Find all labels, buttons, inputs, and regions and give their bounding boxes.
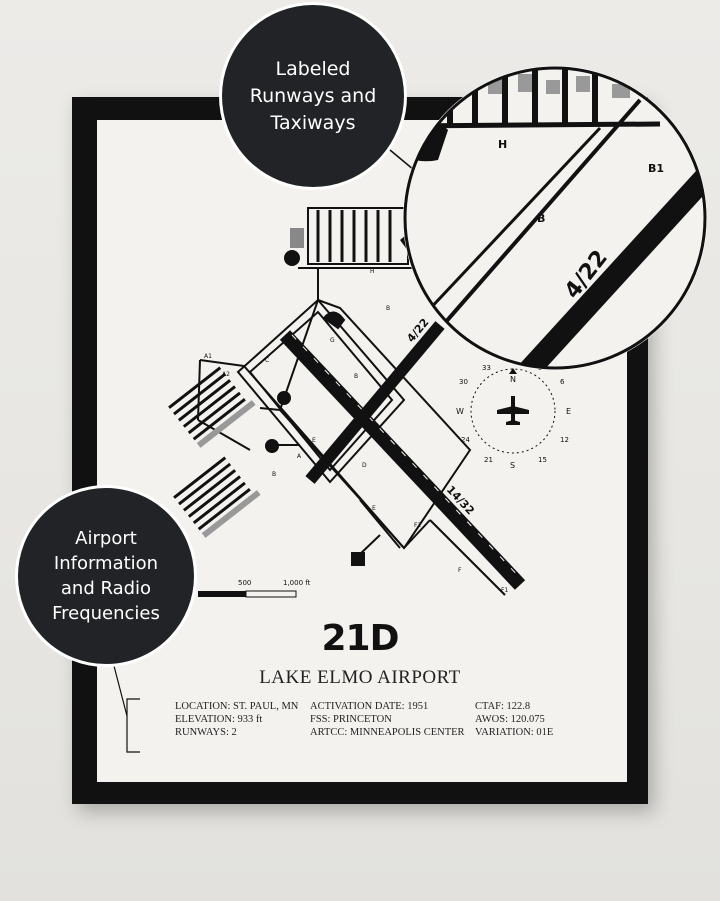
scale-bar: 500 1,000 ft [198,579,311,598]
compass-deg: 21 [484,456,493,464]
taxiway-label: A2 [222,371,230,378]
scale-label-500: 500 [238,579,251,587]
airport-name: LAKE ELMO AIRPORT [259,667,461,688]
taxiway-label: E [312,437,316,444]
info-line: FSS: PRINCETON [310,714,392,725]
taxiway-label: D [362,462,367,469]
callout-badge-runways: Labeled Runways and Taxiways [219,2,407,190]
zoom-label-b: B [537,212,545,225]
info-line: ARTCC: MINNEAPOLIS CENTER [310,727,465,738]
callout-line: Airport [75,528,137,549]
compass-e: E [566,407,571,416]
taxiway-label: A [297,453,302,460]
taxiway-label: F1 [501,587,508,594]
compass-deg: 6 [560,378,565,386]
magnifier-zoom: H B B1 4/22 [403,66,707,370]
compass-deg: 15 [538,456,547,464]
info-line: RUNWAYS: 2 [175,727,237,738]
info-line: ELEVATION: 933 ft [175,714,263,725]
taxiway-label: G [330,337,335,344]
taxiway-label: H [370,268,375,275]
taxiway-label: C [265,357,269,364]
info-line: VARIATION: 01E [475,727,554,738]
compass-deg: 33 [482,364,491,372]
info-line: AWOS: 120.075 [475,714,545,725]
zoom-label-b1: B1 [648,162,664,175]
compass-deg: 24 [461,436,470,444]
taxiway-label: F [458,567,462,574]
hangar-rows-left [168,366,261,538]
runway-4-22 [305,321,445,484]
callout-badge-info: Airport Information and Radio Frequencie… [15,485,197,667]
taxiway-labels: H B G C A1 A2 B E A D B E F2 F F1 [204,268,508,594]
callout-line: and Radio [60,578,152,599]
info-line: CTAF: 122.8 [475,701,531,712]
taxiway-label: F2 [414,522,421,529]
runway-14-32 [279,330,526,590]
callout-line: Frequencies [52,603,160,624]
compass-n: N [510,375,516,384]
airport-code: 21D [321,618,400,659]
callout-line: Labeled [275,57,351,80]
airplane-icon [497,396,529,425]
zoom-label-h: H [498,138,507,151]
callout-line: Runways and [249,84,377,107]
compass-w: W [456,407,464,416]
compass-deg: 30 [459,378,468,386]
callout-line: Taxiways [270,111,356,134]
info-bracket [113,665,140,753]
info-column-radio: CTAF: 122.8 AWOS: 120.075 VARIATION: 01E [475,700,553,739]
scale-label-1000: 1,000 ft [283,579,311,587]
taxiway-label: B [354,373,358,380]
info-line: ACTIVATION DATE: 1951 [310,701,429,712]
compass-rose: N E S W 3 6 12 15 21 24 30 33 [456,364,571,470]
compass-s: S [510,461,515,470]
info-column-location: LOCATION: ST. PAUL, MN ELEVATION: 933 ft… [175,700,298,739]
taxiway-label: B [272,471,276,478]
taxiway-label: A1 [204,353,212,360]
taxiway-label: E [372,505,376,512]
taxiway-label: B [386,305,390,312]
info-line: LOCATION: ST. PAUL, MN [175,701,299,712]
callout-line: Information [53,553,159,574]
compass-deg: 12 [560,436,569,444]
info-column-activation: ACTIVATION DATE: 1951 FSS: PRINCETON ART… [310,700,465,739]
